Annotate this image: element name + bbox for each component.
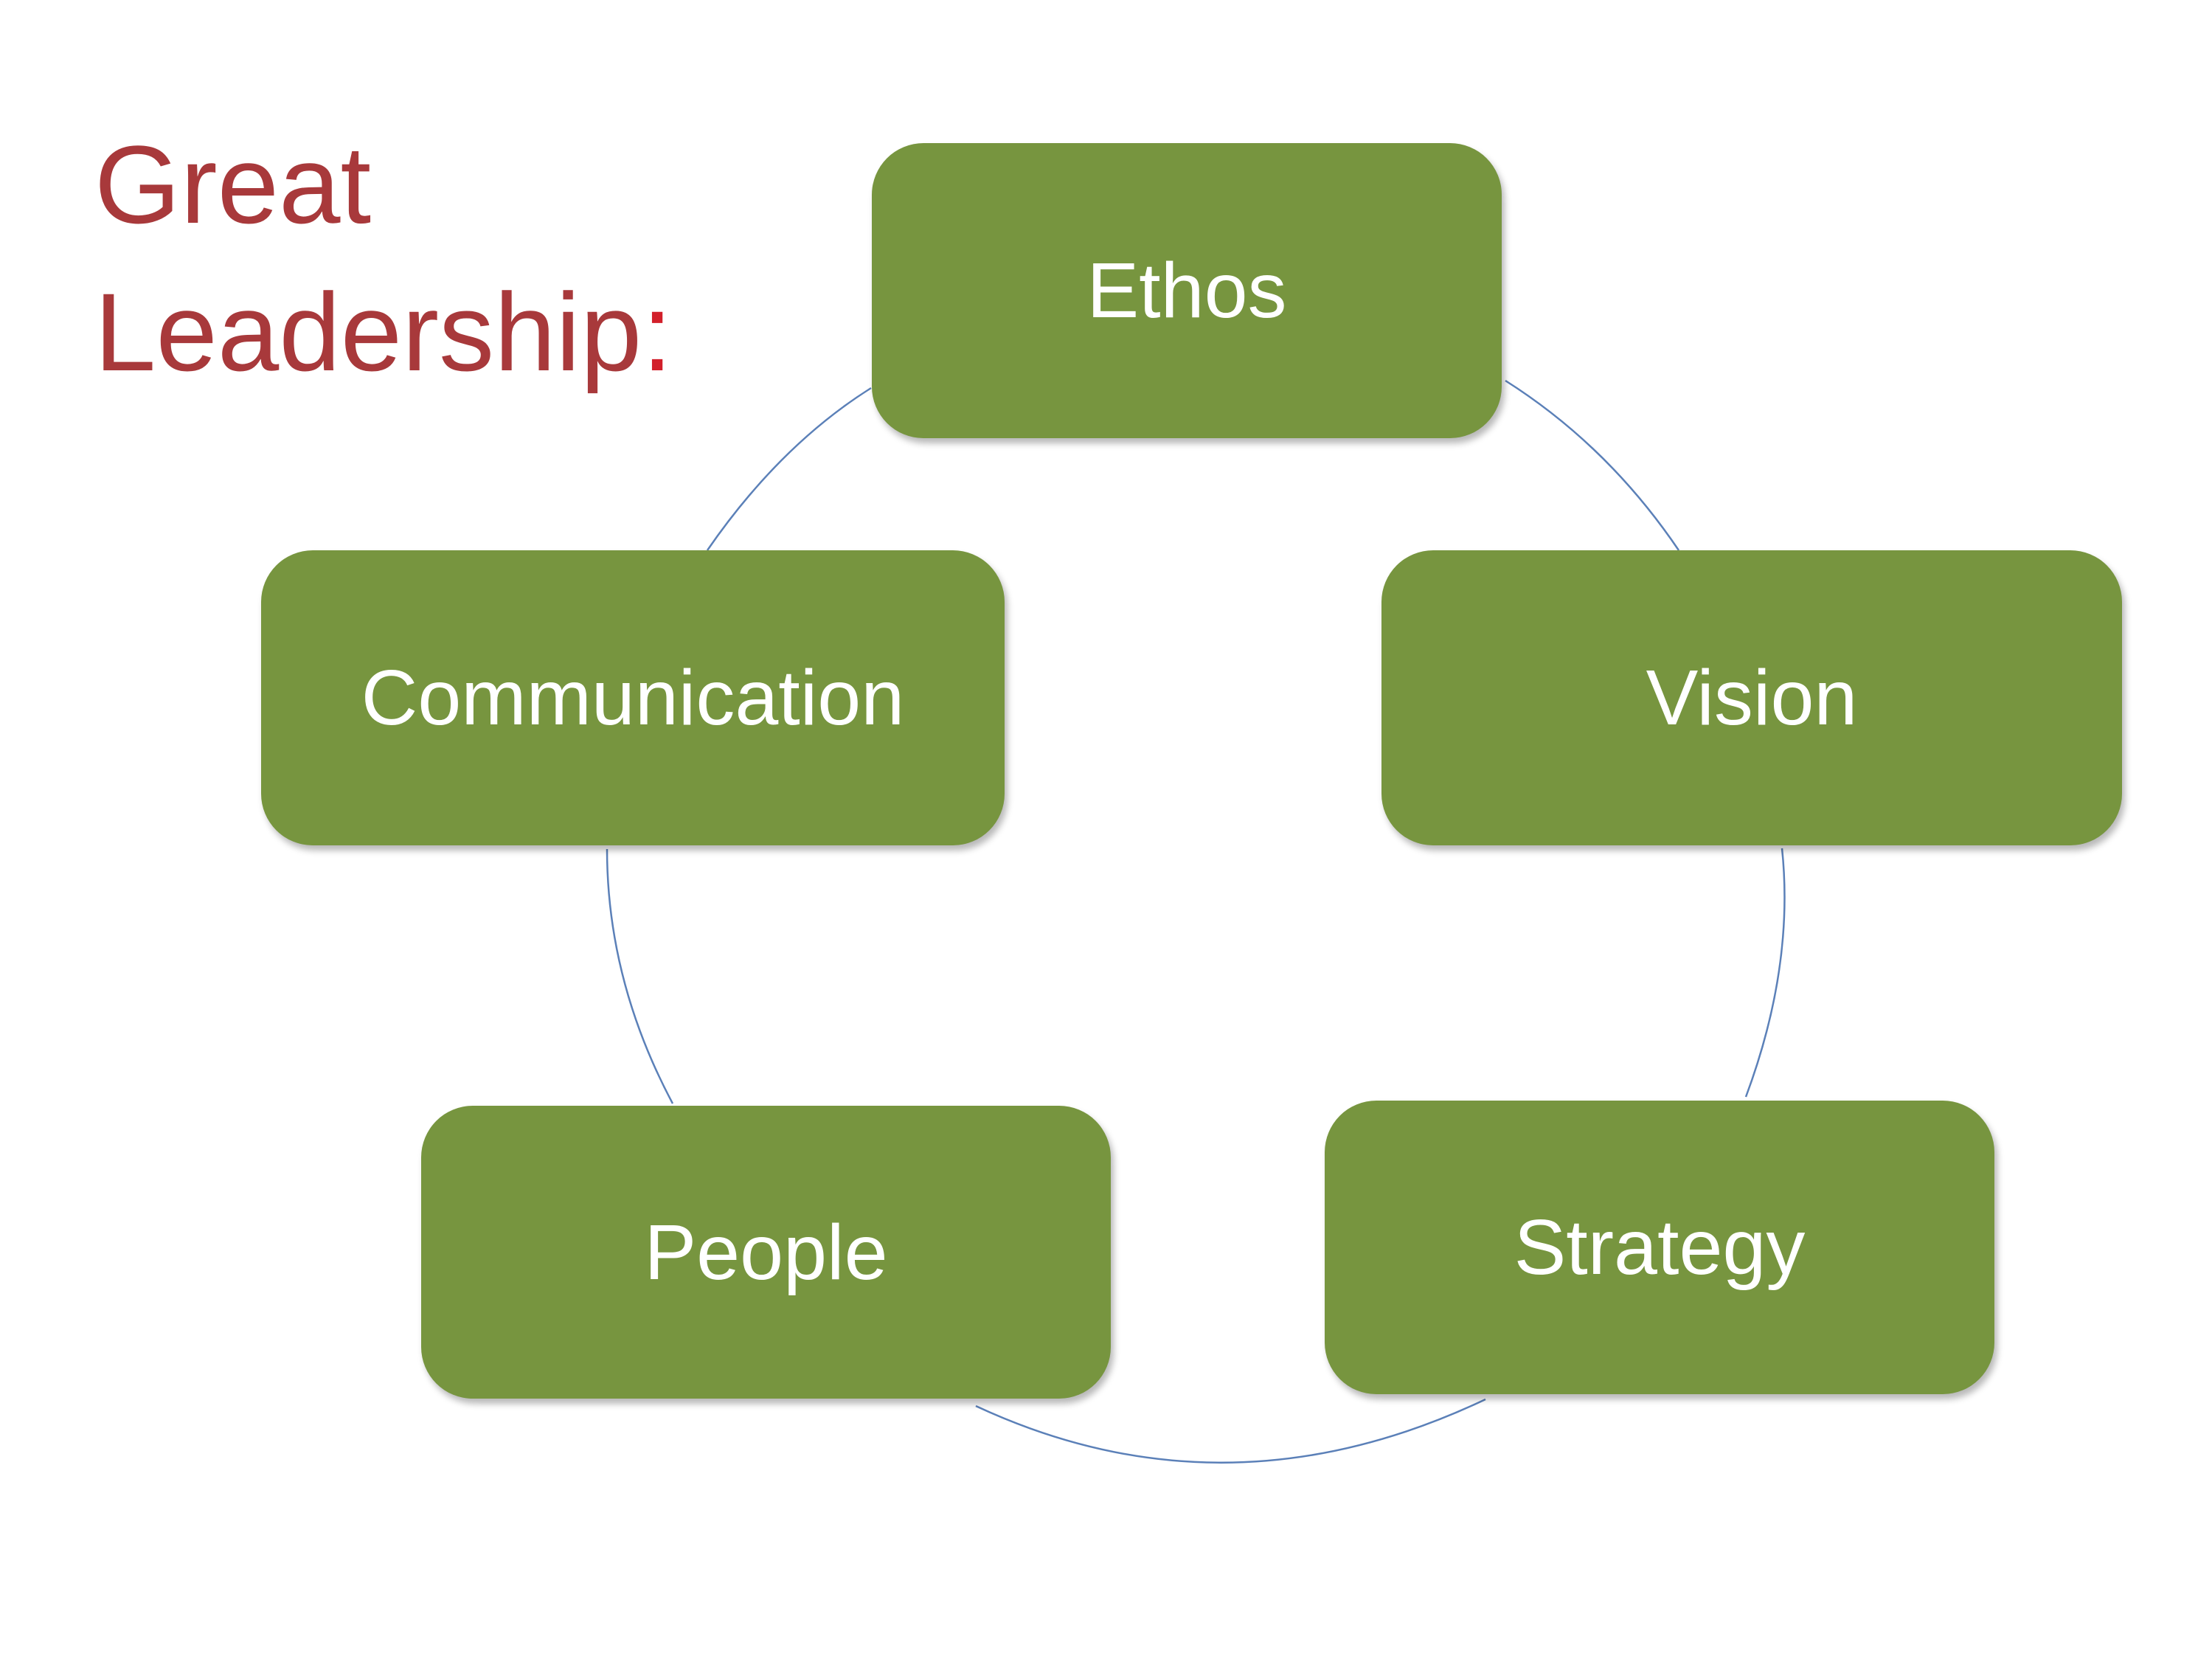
cycle-node-label: Communication bbox=[361, 654, 905, 741]
cycle-node-label: Ethos bbox=[1086, 247, 1287, 334]
connector-strategy-people bbox=[975, 1398, 1486, 1464]
connector-people-communication bbox=[606, 848, 674, 1104]
title-colon: : bbox=[642, 270, 673, 394]
title-line-2: Leadership bbox=[94, 270, 642, 394]
title-line-1: Great bbox=[94, 122, 372, 246]
cycle-node-communication: Communication bbox=[261, 550, 1005, 845]
cycle-node-label: Vision bbox=[1646, 654, 1858, 741]
cycle-node-vision: Vision bbox=[1381, 550, 2122, 845]
connector-communication-ethos bbox=[706, 387, 872, 551]
cycle-node-ethos: Ethos bbox=[872, 143, 1502, 438]
cycle-node-label: People bbox=[644, 1208, 888, 1296]
connector-vision-strategy bbox=[1744, 848, 1786, 1098]
connector-ethos-vision bbox=[1505, 379, 1680, 551]
cycle-node-strategy: Strategy bbox=[1325, 1101, 1994, 1394]
cycle-node-label: Strategy bbox=[1514, 1204, 1806, 1291]
cycle-node-people: People bbox=[421, 1106, 1111, 1399]
